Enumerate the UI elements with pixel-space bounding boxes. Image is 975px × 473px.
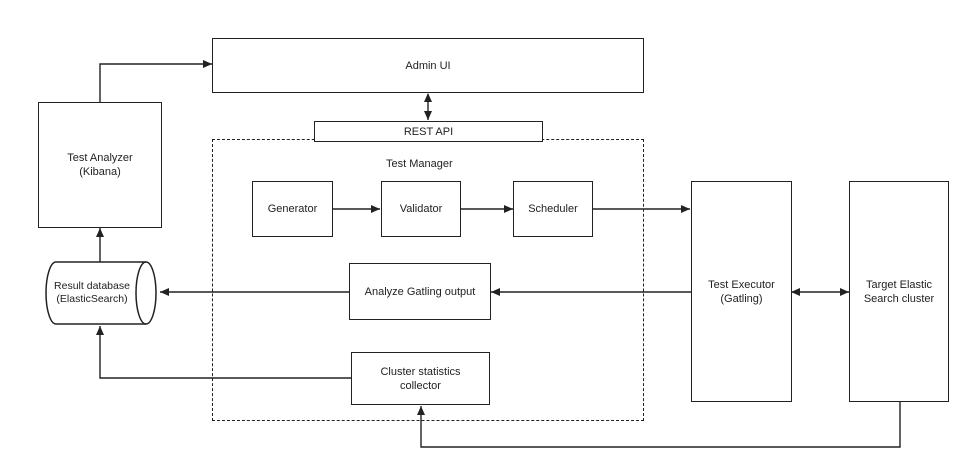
test-analyzer-title: Test Analyzer — [67, 152, 133, 164]
analyze-output-box: Analyze Gatling output — [349, 263, 491, 320]
test-executor-title: Test Executor — [708, 278, 775, 291]
scheduler-box: Scheduler — [513, 181, 593, 237]
generator-box: Generator — [252, 181, 333, 237]
test-analyzer-box: Test Analyzer (Kibana) — [38, 102, 162, 228]
validator-box: Validator — [381, 181, 461, 237]
result-database-title: Result database — [54, 280, 130, 292]
result-database-subtitle: (ElasticSearch) — [56, 293, 128, 305]
scheduler-label: Scheduler — [528, 203, 578, 215]
target-cluster-line1: Target Elastic — [865, 278, 933, 291]
target-cluster-box: Target Elastic Search cluster — [849, 181, 949, 402]
cluster-stats-line2: collector — [400, 379, 441, 392]
admin-ui-label: Admin UI — [405, 59, 451, 72]
arrow-analyzer-to-admin — [99, 60, 212, 102]
test-executor-subtitle: (Gatling) — [720, 292, 763, 305]
rest-api-box: REST API — [314, 121, 543, 142]
cluster-stats-box: Cluster statistics collector — [351, 352, 490, 405]
admin-ui-box: Admin UI — [212, 38, 644, 93]
arrow-target-stats — [417, 402, 901, 448]
test-executor-box: Test Executor (Gatling) — [691, 181, 792, 402]
validator-label: Validator — [399, 203, 443, 215]
arrow-stats-db — [96, 326, 351, 379]
generator-label: Generator — [267, 203, 318, 215]
result-database-label: Result database (ElasticSearch) — [46, 280, 138, 306]
test-analyzer-subtitle: (Kibana) — [79, 166, 121, 178]
cluster-stats-line1: Cluster statistics — [380, 365, 461, 378]
rest-api-label: REST API — [403, 125, 454, 138]
analyze-output-label: Analyze Gatling output — [364, 285, 476, 298]
result-database-shape — [45, 261, 157, 325]
target-cluster-line2: Search cluster — [863, 292, 935, 305]
test-manager-label: Test Manager — [386, 158, 453, 170]
